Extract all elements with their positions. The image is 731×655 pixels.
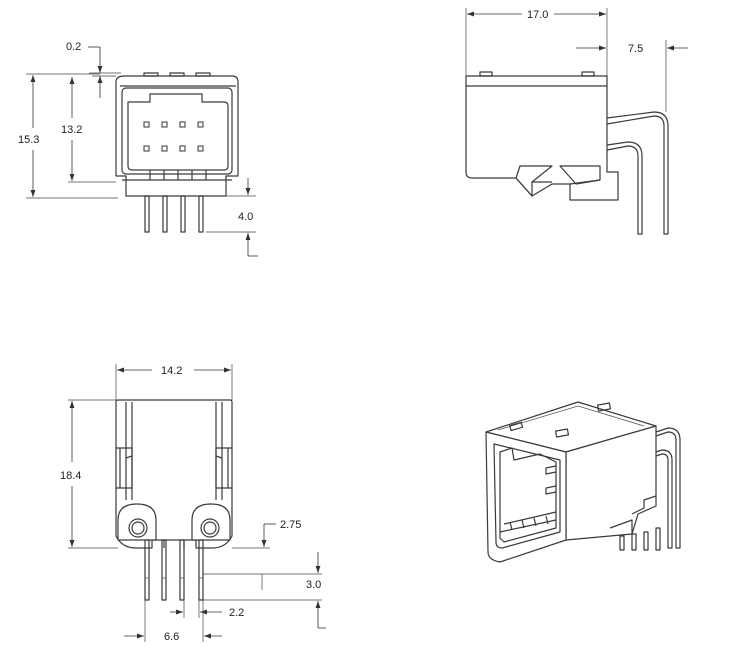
front-view: 0.2 15.3 13.2 4.0	[18, 41, 258, 257]
dim-front-pin-length: 4.0	[238, 211, 253, 223]
dim-bottom-pin-span: 6.6	[164, 631, 179, 643]
dim-bottom-peg-offset: 2.75	[280, 519, 301, 531]
bottom-view: 14.2 18.4 2.75 3.0 2.2 6.6	[60, 364, 326, 643]
dim-side-depth: 17.0	[527, 9, 548, 21]
dim-bottom-pin-pitch: 2.2	[229, 607, 244, 619]
dim-front-wall: 0.2	[66, 41, 81, 53]
dim-side-pin-offset: 7.5	[628, 43, 643, 55]
dim-bottom-width: 14.2	[161, 365, 182, 377]
dim-front-total-height: 15.3	[18, 134, 39, 146]
side-view: 17.0 7.5	[465, 8, 688, 235]
dim-front-body-height: 13.2	[61, 124, 82, 136]
dim-bottom-depth: 18.4	[60, 470, 81, 482]
dim-bottom-pin-length: 3.0	[306, 579, 321, 591]
isometric-view	[485, 401, 681, 563]
